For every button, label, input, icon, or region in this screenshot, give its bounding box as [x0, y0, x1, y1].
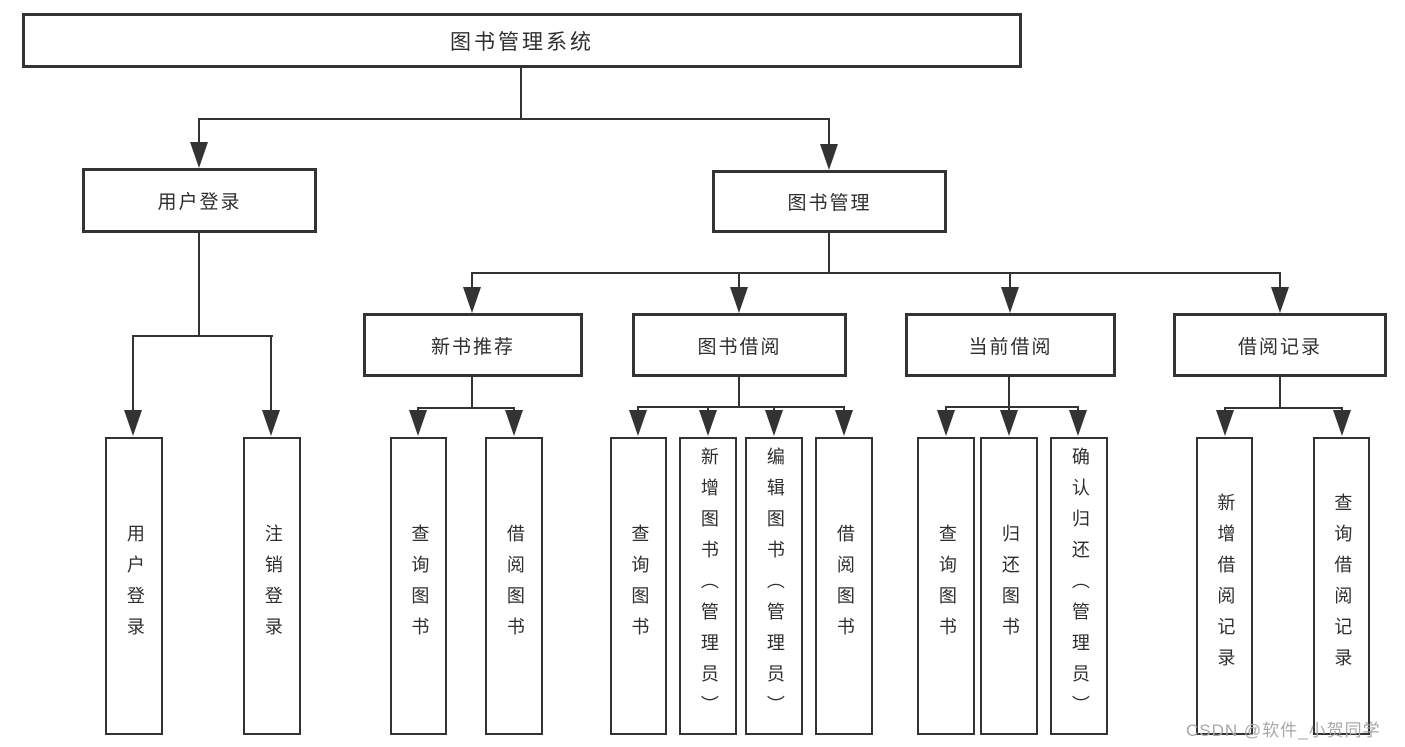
edge-new-book-rec-stem — [471, 377, 473, 407]
node-book-borrowing: 图书借阅 — [632, 313, 847, 377]
edge-to-leaf-login — [132, 335, 134, 410]
leaf-label: 借阅图书 — [834, 524, 855, 648]
edge-root-stem — [520, 68, 522, 118]
arrow-down-icon — [1333, 410, 1351, 436]
arrow-down-icon — [1069, 410, 1087, 436]
node-label: 借阅记录 — [1237, 336, 1322, 358]
node-label: 图书管理系统 — [450, 30, 594, 54]
leaf-borrow-books-recommend: 借阅图书 — [485, 437, 543, 735]
leaf-add-borrow-record: 新增借阅记录 — [1196, 437, 1253, 735]
leaf-return-book: 归还图书 — [980, 437, 1038, 735]
node-label: 图书借阅 — [697, 336, 782, 358]
arrow-down-icon — [190, 142, 208, 168]
edge-to-leaf — [513, 407, 515, 411]
leaf-borrow-books-borrowing: 借阅图书 — [815, 437, 873, 735]
leaf-label: 编辑图书（管理员） — [764, 446, 785, 726]
edge-current-borrow-stem — [1008, 377, 1010, 406]
edge-to-leaf — [945, 406, 947, 411]
leaf-query-books-borrowing: 查询图书 — [610, 437, 667, 735]
edge-current-borrow-branch — [945, 406, 1079, 408]
leaf-label: 新增借阅记录 — [1215, 493, 1236, 679]
arrow-down-icon — [409, 410, 427, 436]
arrow-down-icon — [699, 410, 717, 436]
node-label: 图书管理 — [787, 193, 872, 214]
leaf-label: 归还图书 — [999, 524, 1020, 648]
leaf-label: 查询图书 — [629, 524, 650, 648]
leaf-label: 确认归还（管理员） — [1069, 446, 1090, 726]
watermark: CSDN @软件_小贺同学 — [1186, 721, 1381, 740]
arrow-down-icon — [124, 410, 142, 436]
arrow-down-icon — [937, 410, 955, 436]
leaf-label: 借阅图书 — [504, 524, 525, 648]
edge-borrow-records-branch — [1224, 407, 1343, 409]
leaf-confirm-return-admin: 确认归还（管理员） — [1050, 437, 1108, 735]
node-library-management-system: 图书管理系统 — [22, 13, 1022, 68]
edge-root-branch — [198, 118, 830, 120]
leaf-query-books-recommend: 查询图书 — [390, 437, 447, 735]
arrow-down-icon — [1001, 287, 1019, 313]
leaf-query-books-current: 查询图书 — [917, 437, 975, 735]
edge-to-leaf-logout — [270, 335, 272, 410]
edge-borrow-records-stem — [1279, 377, 1281, 407]
edge-to-leaf — [707, 406, 709, 411]
edge-to-leaf — [637, 406, 639, 411]
edge-to-borrowing-records — [1279, 272, 1281, 287]
edge-to-leaf — [843, 406, 845, 411]
edge-to-leaf — [417, 407, 419, 411]
node-book-management: 图书管理 — [712, 170, 947, 233]
edge-new-book-rec-branch — [417, 407, 514, 409]
leaf-label: 注销登录 — [262, 524, 283, 648]
leaf-query-borrow-record: 查询借阅记录 — [1313, 437, 1370, 735]
arrow-down-icon — [463, 287, 481, 313]
arrow-down-icon — [765, 410, 783, 436]
node-borrowing-records: 借阅记录 — [1173, 313, 1387, 377]
arrow-down-icon — [730, 287, 748, 313]
edge-user-login-stem — [198, 233, 200, 335]
node-current-borrowing: 当前借阅 — [905, 313, 1116, 377]
leaf-logout: 注销登录 — [243, 437, 301, 735]
arrow-down-icon — [1000, 410, 1018, 436]
edge-to-book-management — [828, 118, 830, 144]
leaf-edit-book-admin: 编辑图书（管理员） — [745, 437, 803, 735]
edge-to-current-borrowing — [1009, 272, 1011, 287]
leaf-label: 查询图书 — [936, 524, 957, 648]
leaf-label: 新增图书（管理员） — [698, 446, 719, 726]
edge-to-user-login — [198, 118, 200, 142]
arrow-down-icon — [505, 410, 523, 436]
arrow-down-icon — [629, 410, 647, 436]
edge-book-borrow-stem — [738, 377, 740, 406]
edge-to-leaf — [1077, 406, 1079, 411]
node-label: 当前借阅 — [968, 336, 1053, 358]
edge-book-borrow-branch — [637, 406, 845, 408]
arrow-down-icon — [835, 410, 853, 436]
edge-to-leaf — [1224, 407, 1226, 411]
edge-to-leaf — [1008, 406, 1010, 411]
arrow-down-icon — [820, 144, 838, 170]
edge-to-leaf — [1341, 407, 1343, 411]
leaf-label: 查询图书 — [409, 524, 430, 648]
edge-user-login-branch — [132, 335, 273, 337]
arrow-down-icon — [262, 410, 280, 436]
node-user-login: 用户登录 — [82, 168, 317, 233]
leaf-label: 用户登录 — [124, 524, 145, 648]
leaf-user-login: 用户登录 — [105, 437, 163, 735]
node-label: 新书推荐 — [430, 336, 515, 358]
edge-to-leaf — [773, 406, 775, 411]
edge-book-mgmt-stem — [828, 233, 830, 272]
edge-book-mgmt-branch — [471, 272, 1281, 274]
edge-to-book-borrowing — [738, 272, 740, 287]
leaf-label: 查询借阅记录 — [1332, 493, 1353, 679]
arrow-down-icon — [1271, 287, 1289, 313]
arrow-down-icon — [1216, 410, 1234, 436]
node-label: 用户登录 — [157, 192, 242, 213]
leaf-add-book-admin: 新增图书（管理员） — [679, 437, 737, 735]
edge-to-new-book-rec — [471, 272, 473, 287]
node-new-book-recommendation: 新书推荐 — [363, 313, 583, 377]
